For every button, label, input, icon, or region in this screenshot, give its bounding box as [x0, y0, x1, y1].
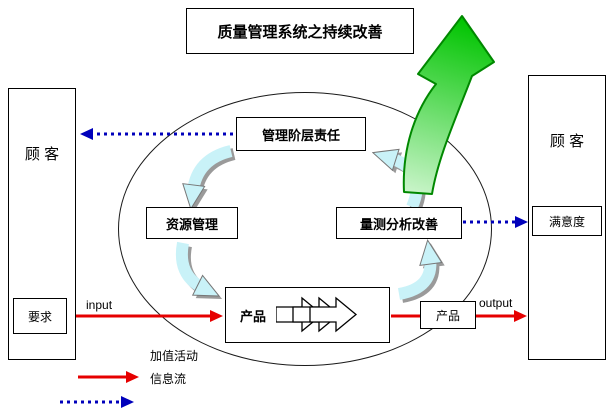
measurement-analysis-label: 量测分析改善 — [359, 216, 438, 232]
resource-management-box: 资源管理 — [146, 207, 238, 239]
title-box: 质量管理系统之持续改善 — [186, 8, 414, 54]
process-ellipse — [118, 92, 492, 366]
customer-left-box: 顾 客 要求 — [8, 88, 76, 360]
product-output-box: 产品 — [420, 301, 476, 329]
output-label: output — [479, 296, 513, 310]
product-box: 产品 — [225, 287, 390, 343]
satisfaction-label: 满意度 — [548, 214, 585, 229]
resource-management-label: 资源管理 — [165, 216, 218, 232]
customer-right-label: 顾 客 — [549, 133, 585, 150]
input-label: input — [86, 298, 113, 312]
management-responsibility-label: 管理阶层责任 — [261, 127, 340, 143]
chevron-arrows-icon — [276, 296, 358, 333]
cycle-arrow-resources-to-product — [176, 241, 203, 288]
requirements-box: 要求 — [13, 298, 67, 334]
requirements-label: 要求 — [27, 309, 52, 324]
measurement-analysis-box: 量测分析改善 — [336, 207, 462, 239]
legend-value-added-label: 加值活动 — [150, 349, 199, 363]
product-output-label: 产品 — [435, 308, 460, 323]
satisfaction-box: 满意度 — [532, 206, 602, 236]
management-responsibility-box: 管理阶层责任 — [236, 117, 366, 151]
diagram-title: 质量管理系统之持续改善 — [217, 23, 383, 41]
cycle-arrow-product-to-measurement — [397, 258, 430, 300]
cycle-arrow-management-to-resources — [193, 145, 233, 191]
continuous-improvement-arrow-icon — [402, 15, 495, 195]
product-label: 产品 — [240, 308, 267, 324]
customer-right-box: 顾 客 满意度 — [528, 75, 606, 360]
legend-info-flow-label: 信息流 — [150, 372, 187, 386]
customer-left-label: 顾 客 — [24, 146, 60, 163]
